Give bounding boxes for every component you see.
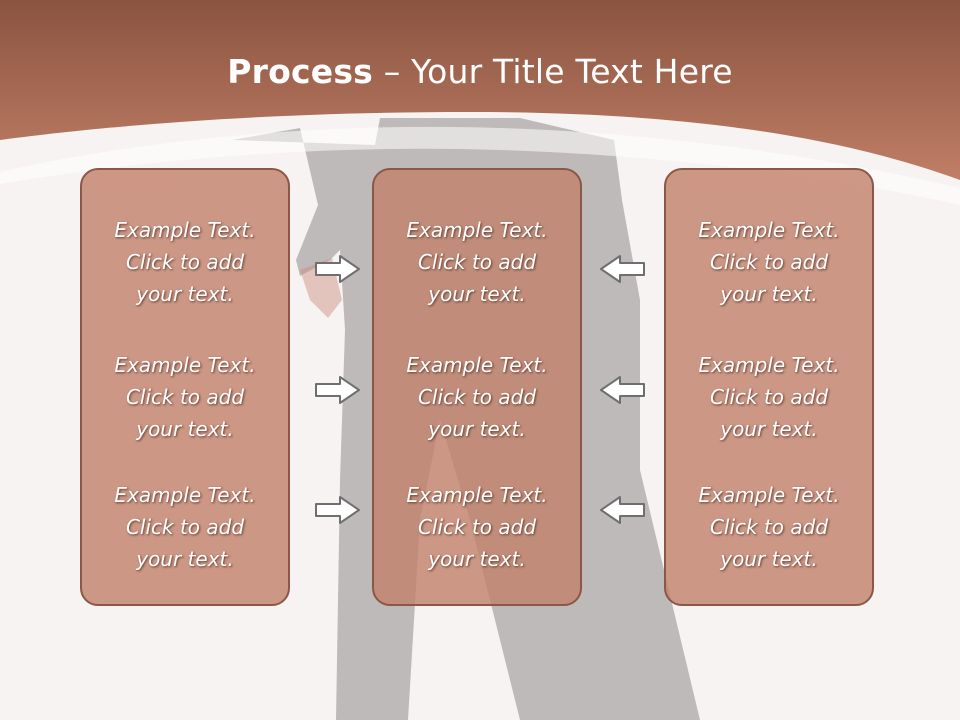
text-line: Click to add: [417, 385, 537, 409]
text-line: Example Text.: [698, 353, 840, 377]
text-item[interactable]: Example Text. Click to add your text.: [666, 349, 872, 445]
right-arrow-icon: [315, 255, 360, 283]
text-item[interactable]: Example Text. Click to add your text.: [666, 479, 872, 575]
text-item[interactable]: Example Text. Click to add your text.: [82, 214, 288, 310]
left-arrow-icon: [600, 496, 645, 524]
text-line: your text.: [720, 547, 818, 571]
text-line: Example Text.: [114, 353, 256, 377]
text-line: Example Text.: [406, 353, 548, 377]
title-bold: Process: [227, 52, 374, 91]
text-line: your text.: [136, 417, 234, 441]
left-arrow-icon: [600, 376, 645, 404]
title-rest: – Your Title Text Here: [373, 52, 733, 91]
right-arrow-icon: [315, 496, 360, 524]
text-item[interactable]: Example Text. Click to add your text.: [666, 214, 872, 310]
text-line: your text.: [428, 547, 526, 571]
text-line: Example Text.: [114, 483, 256, 507]
slide-title: Process – Your Title Text Here: [0, 52, 960, 91]
text-item[interactable]: Example Text. Click to add your text.: [374, 349, 580, 445]
text-line: Example Text.: [698, 483, 840, 507]
text-line: Click to add: [417, 250, 537, 274]
text-line: Click to add: [125, 250, 245, 274]
text-line: Example Text.: [406, 483, 548, 507]
text-line: Example Text.: [698, 218, 840, 242]
process-box-right[interactable]: Example Text. Click to add your text. Ex…: [664, 168, 874, 606]
text-line: Click to add: [709, 385, 829, 409]
text-item[interactable]: Example Text. Click to add your text.: [374, 214, 580, 310]
text-line: your text.: [136, 547, 234, 571]
text-line: your text.: [136, 282, 234, 306]
text-item[interactable]: Example Text. Click to add your text.: [374, 479, 580, 575]
text-line: Example Text.: [114, 218, 256, 242]
text-line: your text.: [720, 282, 818, 306]
right-arrow-icon: [315, 376, 360, 404]
text-line: Click to add: [125, 515, 245, 539]
header-swoosh: [0, 126, 960, 205]
text-line: your text.: [428, 417, 526, 441]
left-arrow-icon: [600, 255, 645, 283]
text-line: your text.: [720, 417, 818, 441]
text-line: Click to add: [709, 515, 829, 539]
process-box-left[interactable]: Example Text. Click to add your text. Ex…: [80, 168, 290, 606]
text-line: Click to add: [125, 385, 245, 409]
text-line: your text.: [428, 282, 526, 306]
text-item[interactable]: Example Text. Click to add your text.: [82, 349, 288, 445]
text-line: Click to add: [709, 250, 829, 274]
text-line: Example Text.: [406, 218, 548, 242]
process-box-middle[interactable]: Example Text. Click to add your text. Ex…: [372, 168, 582, 606]
header-banner: [0, 0, 960, 180]
text-item[interactable]: Example Text. Click to add your text.: [82, 479, 288, 575]
text-line: Click to add: [417, 515, 537, 539]
